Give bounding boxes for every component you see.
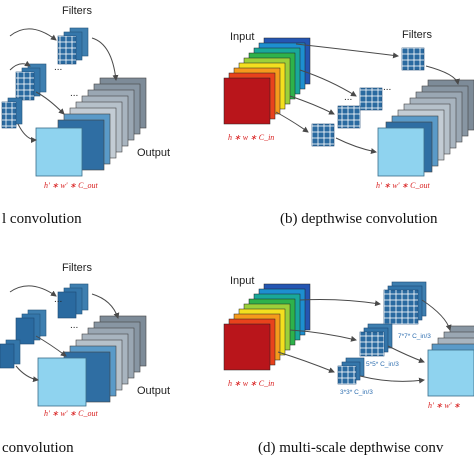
panel-a-filter-mid xyxy=(15,63,47,101)
panel-c-output-stack xyxy=(37,315,147,407)
panel-d-input-label: Input xyxy=(230,275,254,287)
panel-a-formula: h' ∗ w' ∗ C_out xyxy=(44,181,99,190)
panel-d-k5-label: 5*5* C_in/3 xyxy=(366,361,399,368)
panel-b-input-stack xyxy=(223,37,311,125)
panel-a-caption: l convolution xyxy=(2,211,82,227)
panel-d-kernel-3x3 xyxy=(337,357,365,385)
panel-a-filter-top xyxy=(57,27,89,65)
panel-d-formula-out: h' ∗ w' ∗ xyxy=(428,401,460,410)
panel-b-output-stack xyxy=(377,79,474,177)
panel-d-input-stack xyxy=(223,283,311,371)
panel-c-filter-top xyxy=(57,283,89,319)
panel-b-kernel-1 xyxy=(401,47,425,71)
panel-b-formula-in: h ∗ w ∗ C_in xyxy=(228,133,274,142)
panel-b-dots-2: ... xyxy=(344,92,352,103)
panel-b: Input Filters h ∗ w ∗ C_in xyxy=(223,29,474,227)
panel-a-filters-label: Filters xyxy=(62,5,92,17)
panel-a-dots-1: ... xyxy=(54,62,62,73)
panel-c-caption: convolution xyxy=(2,440,74,456)
panel-d-kernel-5x5 xyxy=(359,323,393,357)
panel-c-dots-2: ... xyxy=(70,320,78,331)
panel-b-input-label: Input xyxy=(230,31,254,43)
panel-b-kernel-3 xyxy=(337,105,361,129)
panel-b-kernel-2 xyxy=(359,87,383,111)
panel-c: Filters ... ... Output h' ∗ w' xyxy=(0,262,170,456)
panel-d-output-stack xyxy=(427,325,474,397)
panel-b-formula-out: h' ∗ w' ∗ C_out xyxy=(376,181,431,190)
panel-a-output-label: Output xyxy=(137,147,170,159)
panel-b-filters-label: Filters xyxy=(402,29,432,41)
panel-a-output-stack xyxy=(35,77,147,177)
panel-d-caption: (d) multi-scale depthwise conv xyxy=(258,440,444,456)
panel-a-dots-2: ... xyxy=(70,88,78,99)
panel-c-filters-label: Filters xyxy=(62,262,92,274)
panel-a-filter-low xyxy=(1,97,23,129)
panel-c-dots-1: ... xyxy=(54,294,62,305)
panel-d-k3-label: 3*3* C_in/3 xyxy=(340,389,373,396)
panel-b-dots-1: ... xyxy=(383,82,391,93)
panel-d-kernel-7x7 xyxy=(383,281,427,325)
panel-c-filter-low xyxy=(0,339,21,369)
panel-c-filter-mid xyxy=(15,309,47,345)
panel-b-caption: (b) depthwise convolution xyxy=(280,211,438,227)
panel-d-k7-label: 7*7* C_in/3 xyxy=(398,333,431,340)
panel-a: Filters ... ... xyxy=(1,5,170,227)
panel-c-output-label: Output xyxy=(137,385,170,397)
panel-d-formula-in: h ∗ w ∗ C_in xyxy=(228,379,274,388)
panel-c-formula: h' ∗ w' ∗ C_out xyxy=(44,409,99,418)
panel-b-kernel-4 xyxy=(311,123,335,147)
panel-d: Input h ∗ w ∗ C_in 7*7* C_in/3 xyxy=(223,275,474,456)
